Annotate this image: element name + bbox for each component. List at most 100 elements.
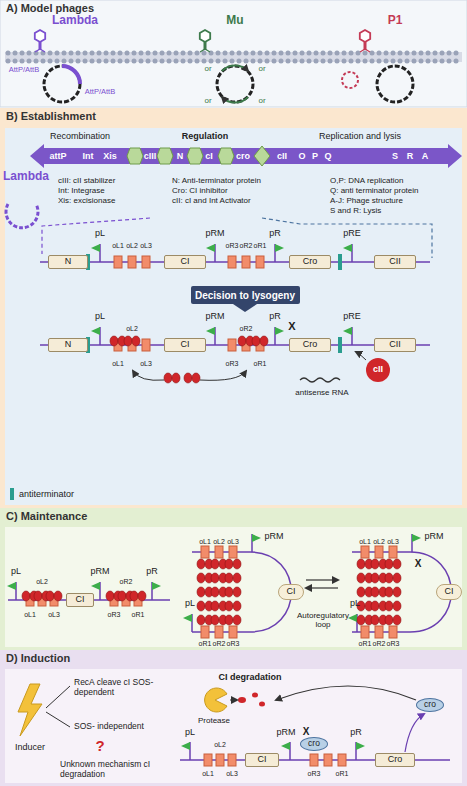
label: oR3 xyxy=(387,640,400,648)
label: S and R: Lysis xyxy=(330,206,381,215)
fragment xyxy=(238,697,246,703)
lipid-head xyxy=(272,51,277,56)
lipid-head xyxy=(62,51,67,56)
ci-monomer xyxy=(371,601,379,611)
label: oL3 xyxy=(226,770,238,778)
label: P xyxy=(312,151,318,161)
ci-monomer xyxy=(54,591,62,601)
label: or xyxy=(204,64,211,73)
lipid-head xyxy=(356,59,361,64)
phage-legs xyxy=(35,49,45,52)
operator xyxy=(215,626,223,638)
operator xyxy=(389,626,397,638)
promoter-flag xyxy=(412,534,421,542)
label: O,P: DNA replication xyxy=(330,176,403,185)
lipid-head xyxy=(139,51,144,56)
gene-marker xyxy=(127,148,143,164)
lipid-head xyxy=(118,59,123,64)
ci-monomer xyxy=(172,373,180,383)
section-heading: A) Model phages xyxy=(6,2,94,14)
label: RecA cleave cI SOS- dependent xyxy=(74,678,156,698)
gene-box: N xyxy=(48,255,88,269)
gene-box: CI xyxy=(245,753,279,767)
promoter-flag xyxy=(183,614,192,622)
dna-circle xyxy=(377,66,413,102)
lipid-head xyxy=(216,51,221,56)
lipid-head xyxy=(265,51,270,56)
label: oL2 xyxy=(36,578,48,586)
lipid-head xyxy=(272,59,277,64)
label: pL xyxy=(185,598,195,608)
label: pL xyxy=(350,598,360,608)
lipid-head xyxy=(90,51,95,56)
lipid-head xyxy=(69,51,74,56)
ci-monomer xyxy=(197,615,205,625)
lipid-head xyxy=(426,51,431,56)
panel-bg xyxy=(0,0,467,107)
ci-monomer xyxy=(252,336,260,346)
promoter-flag xyxy=(91,244,100,252)
label: oL3 xyxy=(140,360,152,368)
lipid-head xyxy=(55,59,60,64)
label: Autoregulatory loop xyxy=(294,611,352,629)
gene-marker xyxy=(157,148,173,164)
ci-monomer xyxy=(393,559,401,569)
ci-monomer xyxy=(34,591,42,601)
lipid-head xyxy=(328,51,333,56)
node-text: N xyxy=(65,257,72,267)
node-text: Cro xyxy=(303,340,318,350)
lipid-head xyxy=(447,59,452,64)
operator xyxy=(114,256,122,268)
node-text: CII xyxy=(389,257,401,267)
lipid-head xyxy=(419,51,424,56)
lipid-head xyxy=(279,59,284,64)
lipid-head xyxy=(412,51,417,56)
label: pR xyxy=(350,727,362,737)
label: oR3 xyxy=(227,640,240,648)
label: Protease xyxy=(198,716,230,725)
dna-circle xyxy=(6,204,38,228)
lipid-head xyxy=(426,59,431,64)
operator xyxy=(228,256,236,268)
dna-loop xyxy=(192,552,291,632)
label: CI degradation xyxy=(218,672,281,682)
lipid-head xyxy=(328,59,333,64)
operator xyxy=(361,546,369,558)
label: oR1 xyxy=(254,242,267,250)
ci-monomer xyxy=(138,591,146,601)
ci-monomer xyxy=(225,601,233,611)
label: pL xyxy=(95,228,105,238)
lipid-head xyxy=(391,59,396,64)
node-text: CII xyxy=(389,340,401,350)
ci-monomer xyxy=(197,601,205,611)
label: oL2 xyxy=(213,538,225,546)
lipid-head xyxy=(97,59,102,64)
label: X xyxy=(288,320,295,333)
promoter-flag xyxy=(206,244,215,252)
node-text: CI xyxy=(258,755,267,765)
lipid-head xyxy=(300,51,305,56)
lipid-head xyxy=(433,59,438,64)
label: oL1 xyxy=(202,770,214,778)
gene-box: Cro xyxy=(289,255,331,269)
lipid-head xyxy=(440,59,445,64)
lipid-head xyxy=(398,51,403,56)
label: pL xyxy=(185,727,195,737)
protein-circle: cII xyxy=(366,358,390,382)
lipid-head xyxy=(125,59,130,64)
label: pRM xyxy=(90,566,109,576)
operator xyxy=(228,339,236,351)
label: cIII xyxy=(144,151,157,161)
operator xyxy=(216,754,224,766)
label: Replication and lysis xyxy=(319,131,401,141)
lipid-head xyxy=(13,59,18,64)
panel-bg xyxy=(0,108,467,508)
section-heading: B) Establishment xyxy=(6,110,96,122)
label: oL1 xyxy=(112,242,124,250)
lipid-head xyxy=(335,51,340,56)
operator xyxy=(338,754,346,766)
lipid-head xyxy=(405,51,410,56)
lipid-head xyxy=(188,59,193,64)
lipid-head xyxy=(391,51,396,56)
lipid-head xyxy=(419,59,424,64)
